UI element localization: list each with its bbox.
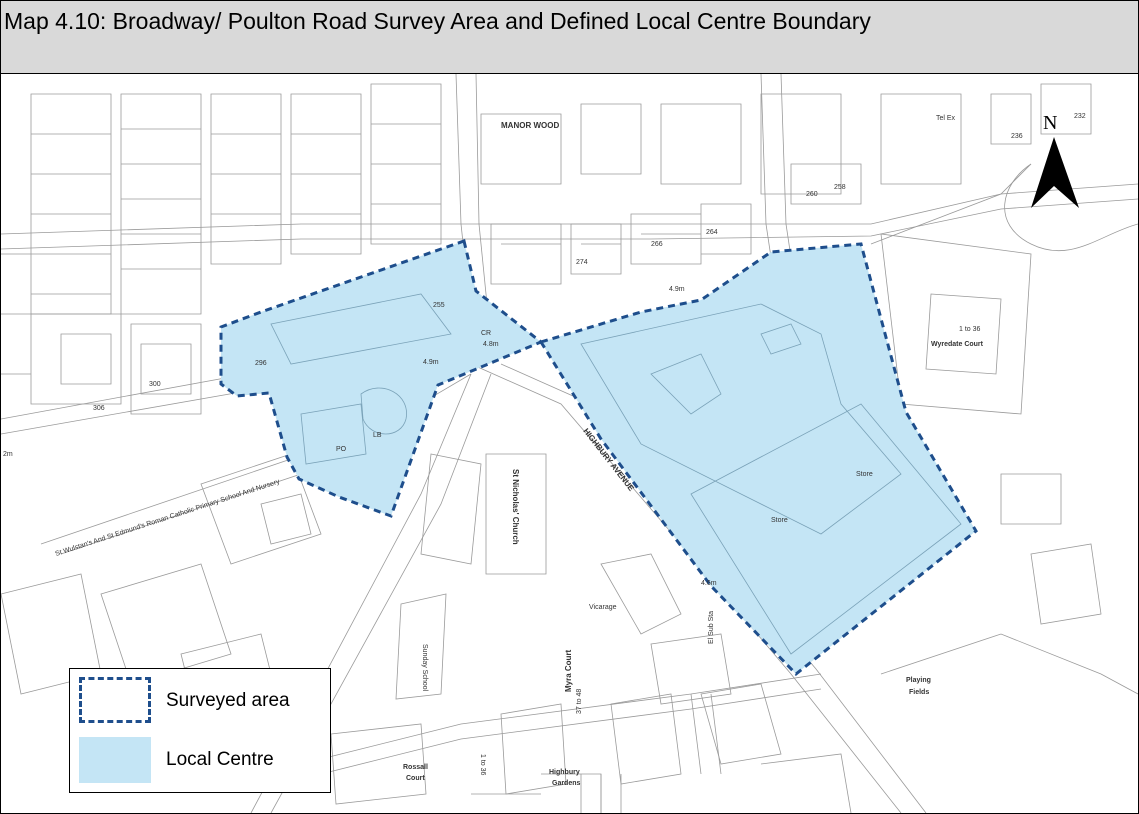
label-po: PO bbox=[336, 446, 347, 453]
label-236: 236 bbox=[1011, 133, 1023, 140]
label-1to36b: 1 to 36 bbox=[479, 754, 486, 776]
label-48m: 4.8m bbox=[483, 341, 499, 348]
north-arrow: N bbox=[1031, 112, 1079, 208]
title-bar: Map 4.10: Broadway/ Poulton Road Survey … bbox=[1, 1, 1138, 74]
local-centre-swatch bbox=[79, 737, 151, 783]
label-tel-ex: Tel Ex bbox=[936, 115, 956, 122]
label-258: 258 bbox=[834, 184, 846, 191]
label-cr: CR bbox=[481, 330, 491, 337]
label-gardens: Gardens bbox=[552, 780, 581, 787]
label-296: 296 bbox=[255, 360, 267, 367]
label-wyredate-court: Wyredate Court bbox=[931, 341, 984, 348]
local-centre-area bbox=[219, 239, 978, 677]
label-el-sub-sta: El Sub Sta bbox=[708, 611, 715, 644]
label-store-1: Store bbox=[856, 471, 873, 478]
map-legend: Surveyed area Local Centre bbox=[69, 668, 331, 793]
north-arrow-icon bbox=[1031, 137, 1079, 208]
label-highbury: Highbury bbox=[549, 769, 580, 776]
label-court: Court bbox=[406, 775, 425, 782]
label-300: 300 bbox=[149, 381, 161, 388]
label-37to48: 37 to 48 bbox=[576, 689, 583, 714]
label-232: 232 bbox=[1074, 113, 1086, 120]
local-centre-east bbox=[538, 242, 978, 677]
label-49m-top: 4.9m bbox=[669, 286, 685, 293]
label-myra-court: Myra Court bbox=[564, 649, 573, 692]
label-playing: Playing bbox=[906, 677, 931, 684]
label-255: 255 bbox=[433, 302, 445, 309]
label-manor-wood: MANOR WOOD bbox=[501, 121, 559, 130]
label-sunday-school: Sunday School bbox=[421, 644, 428, 692]
label-49m-left: 4.9m bbox=[423, 359, 439, 366]
label-lb: LB bbox=[373, 432, 382, 439]
label-vicarage: Vicarage bbox=[589, 604, 617, 611]
local-centre-west bbox=[219, 239, 544, 518]
label-306: 306 bbox=[93, 405, 105, 412]
label-274: 274 bbox=[576, 259, 588, 266]
label-2m: 2m bbox=[3, 451, 13, 458]
label-store-2: Store bbox=[771, 517, 788, 524]
label-266: 266 bbox=[651, 241, 663, 248]
label-rossall: Rossall bbox=[403, 764, 428, 771]
label-st-nicholas-church: St Nicholas' Church bbox=[511, 469, 520, 545]
label-264: 264 bbox=[706, 229, 718, 236]
map-canvas: N MANOR WOOD Tel Ex 236 232 260 258 274 … bbox=[1, 74, 1138, 813]
local-centre-label: Local Centre bbox=[166, 749, 274, 770]
label-260: 260 bbox=[806, 191, 818, 198]
north-label: N bbox=[1043, 112, 1057, 134]
surveyed-area-swatch bbox=[79, 677, 151, 723]
label-school: St Wulstan's And St Edmund's Roman Catho… bbox=[54, 478, 281, 558]
label-fields: Fields bbox=[909, 689, 929, 696]
map-title: Map 4.10: Broadway/ Poulton Road Survey … bbox=[4, 8, 871, 34]
surveyed-area-label: Surveyed area bbox=[166, 690, 290, 711]
label-46m: 4.6m bbox=[701, 580, 717, 587]
label-1to36: 1 to 36 bbox=[959, 326, 981, 333]
